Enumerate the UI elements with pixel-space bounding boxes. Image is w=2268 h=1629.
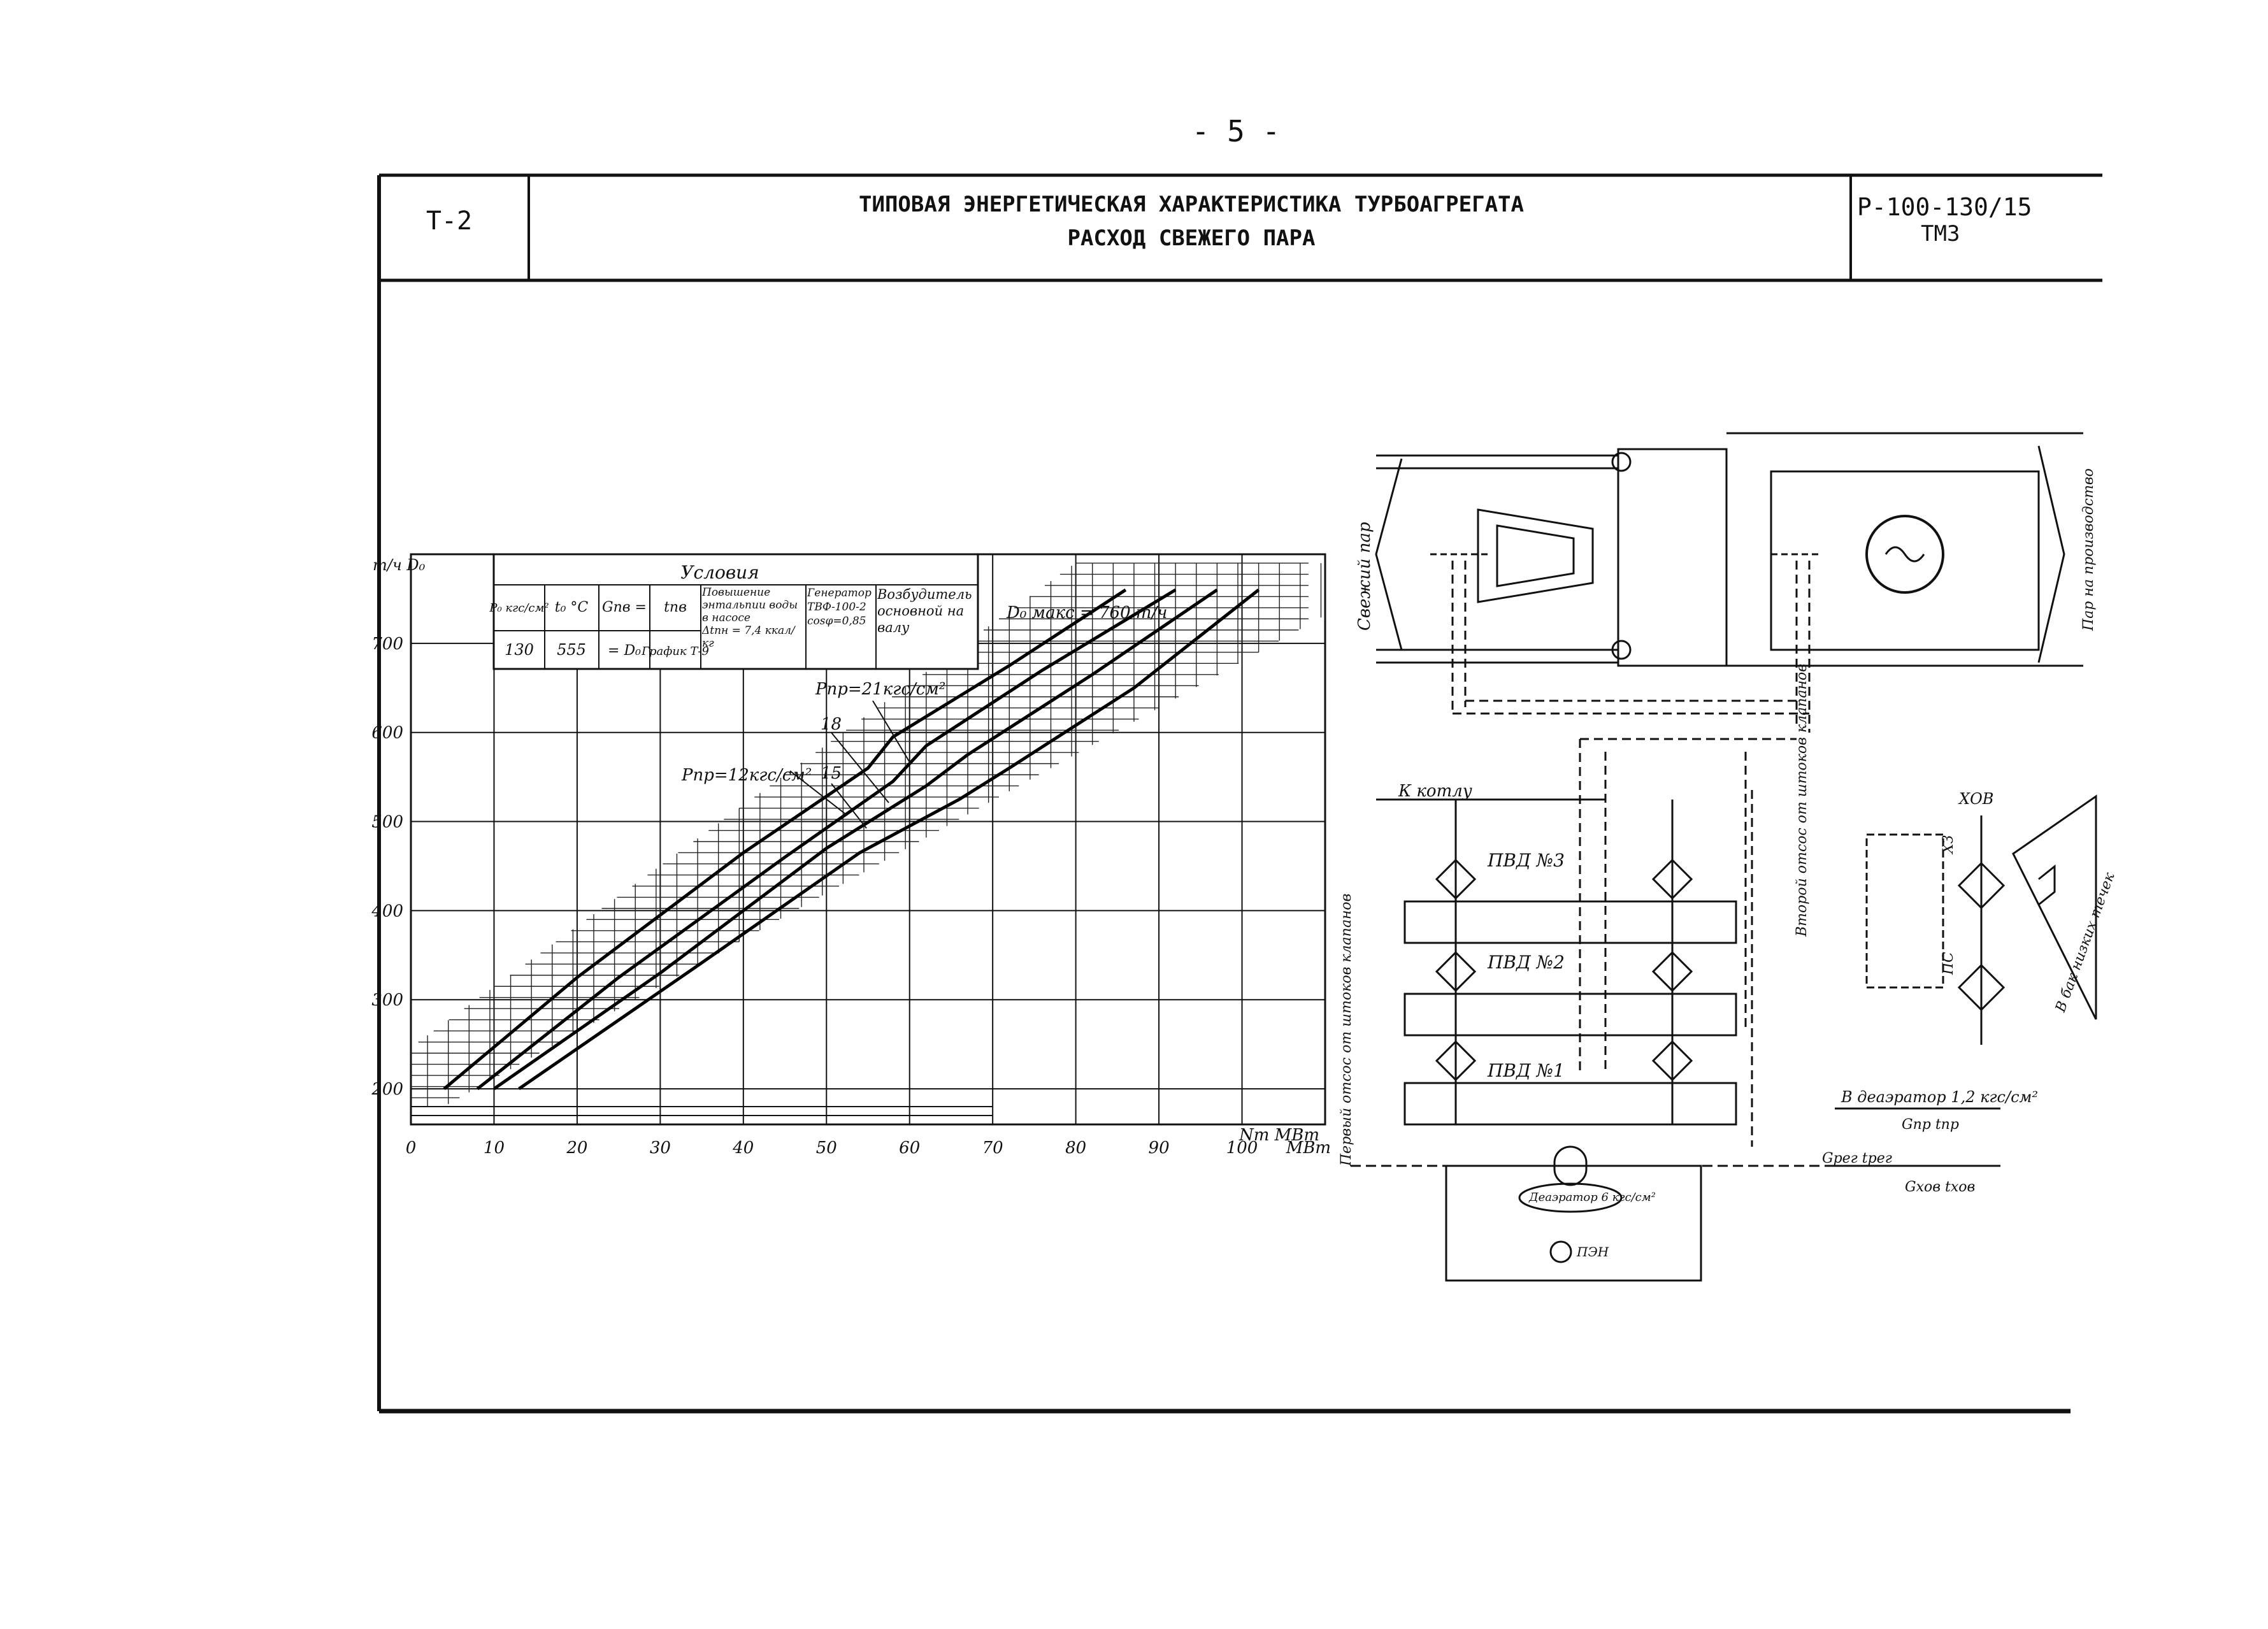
conditions-title: Условия [680,562,759,583]
label-deaerator: Деаэратор 6 кгс/см² [1528,1191,1656,1204]
cond-gpv: Gпв = [602,599,647,615]
conditions-table: Условия P₀ кгс/см² t₀ °C Gпв = tпв Повыш… [489,553,979,670]
feed-pump-icon [1549,1240,1572,1263]
cond-generator: Генератор ТВФ-100-2 cosφ=0,85 [807,587,872,628]
deaerator-tank [1518,1182,1623,1213]
label-low-leak-tank: В бак низких течек [2053,870,2118,1015]
y-tick-label: 300 [371,991,403,1010]
label-second-suction: Второй отсос от штоков клапанов [1794,664,1810,937]
chart-tick-labels: 0 10 20 30 40 50 60 70 80 90 100 МВт 200 300 400 500 600… [371,635,1331,1158]
y-tick-label: 200 [371,1080,403,1099]
header-title: ТИПОВАЯ ЭНЕРГЕТИЧЕСКАЯ ХАРАКТЕРИСТИКА ТУ… [859,192,1524,217]
label-hov: ХОВ [1958,790,1993,808]
thermal-schematic [1351,432,2097,1282]
cond-enthalpy-value: Δtпн = 7,4 ккал/кг [702,624,795,650]
x-tick-label: 0 [406,1138,417,1158]
label-to-deaerator: В деаэратор 1,2 кгс/см² [1841,1088,2038,1106]
label-gpr: Gпр tпр [1902,1117,1959,1133]
generator-icon [1865,515,1944,594]
x-axis-label: Nт МВт [1238,1126,1319,1145]
val-t0: 555 [557,641,586,659]
label-to-boiler: К котлу [1398,782,1472,801]
label-greg: Gрег tрег [1822,1151,1892,1166]
y-tick-label: 400 [371,901,403,921]
chart-series [443,588,1260,1091]
x-unit-label: МВт [1286,1138,1331,1158]
x-tick-label: 10 [484,1138,505,1158]
val-tpv: График Т-9 [641,645,709,658]
label-first-suction: Первый отсос от штоков клапанов [1339,894,1354,1166]
label-pvd3: ПВД №3 [1487,850,1565,871]
x-tick-label: 40 [732,1138,754,1158]
series-line-2 [493,588,1218,1091]
x-tick-label: 100 [1226,1138,1258,1158]
leader-line-21 [872,700,912,765]
cond-t0: t₀ °C [555,599,589,615]
label-pvd2: ПВД №2 [1487,952,1565,973]
label-ghov: Gхов tхов [1905,1179,1975,1195]
series-line-3 [518,588,1260,1091]
y-axis-label: т/ч D₀ [373,556,426,574]
y-tick-label: 500 [371,813,403,832]
dmax-label: D₀ макс = 760 т/ч [1006,603,1167,622]
series-line-0 [443,588,1127,1091]
label-ps: ПС [1941,952,1956,975]
x-tick-label: 70 [982,1138,1003,1158]
label-xz: ХЗ [1941,835,1956,855]
manufacturer: ТМЗ [1921,221,1960,247]
series-label-12: Pпр=12кгс/см² [681,766,812,785]
cond-tpv: tпв [664,599,687,615]
x-tick-label: 20 [566,1138,587,1158]
val-p0: 130 [505,641,534,659]
leader-line-18 [831,732,889,803]
turbine-model: Р-100-130/15 [1857,193,2032,221]
x-tick-label: 50 [816,1138,837,1158]
series-label-21: Pпр=21кгс/см² [815,680,945,699]
label-pump: ПЭН [1576,1244,1609,1259]
cond-p0: P₀ кгс/см² [489,601,549,615]
label-fresh-steam: Свежий пар [1355,522,1374,631]
x-tick-label: 80 [1065,1138,1086,1158]
header-subtitle: РАСХОД СВЕЖЕГО ПАРА [1068,226,1316,251]
x-tick-label: 90 [1149,1138,1170,1158]
leader-line-12 [789,770,848,816]
y-tick-label: 700 [371,635,403,654]
cond-enthalpy: Повышение энтальпии воды в насосе [702,586,798,624]
document-frame [377,173,2102,1414]
page-number: - 5 - [1192,114,1280,148]
series-line-1 [476,588,1177,1091]
series-label-18: 18 [821,715,842,734]
val-gpv: = D₀ [608,643,641,659]
series-label-15: 15 [821,764,842,783]
leader-line-15 [831,783,867,829]
y-tick-label: 600 [371,724,403,743]
x-tick-label: 30 [650,1138,671,1158]
sheet-code: Т-2 [426,206,472,236]
label-steam-production: Пар на производство [2081,468,2097,631]
cond-exciter: Возбудитель основной на валу [877,587,972,635]
label-pvd1: ПВД №1 [1487,1060,1565,1081]
x-tick-label: 60 [899,1138,920,1158]
